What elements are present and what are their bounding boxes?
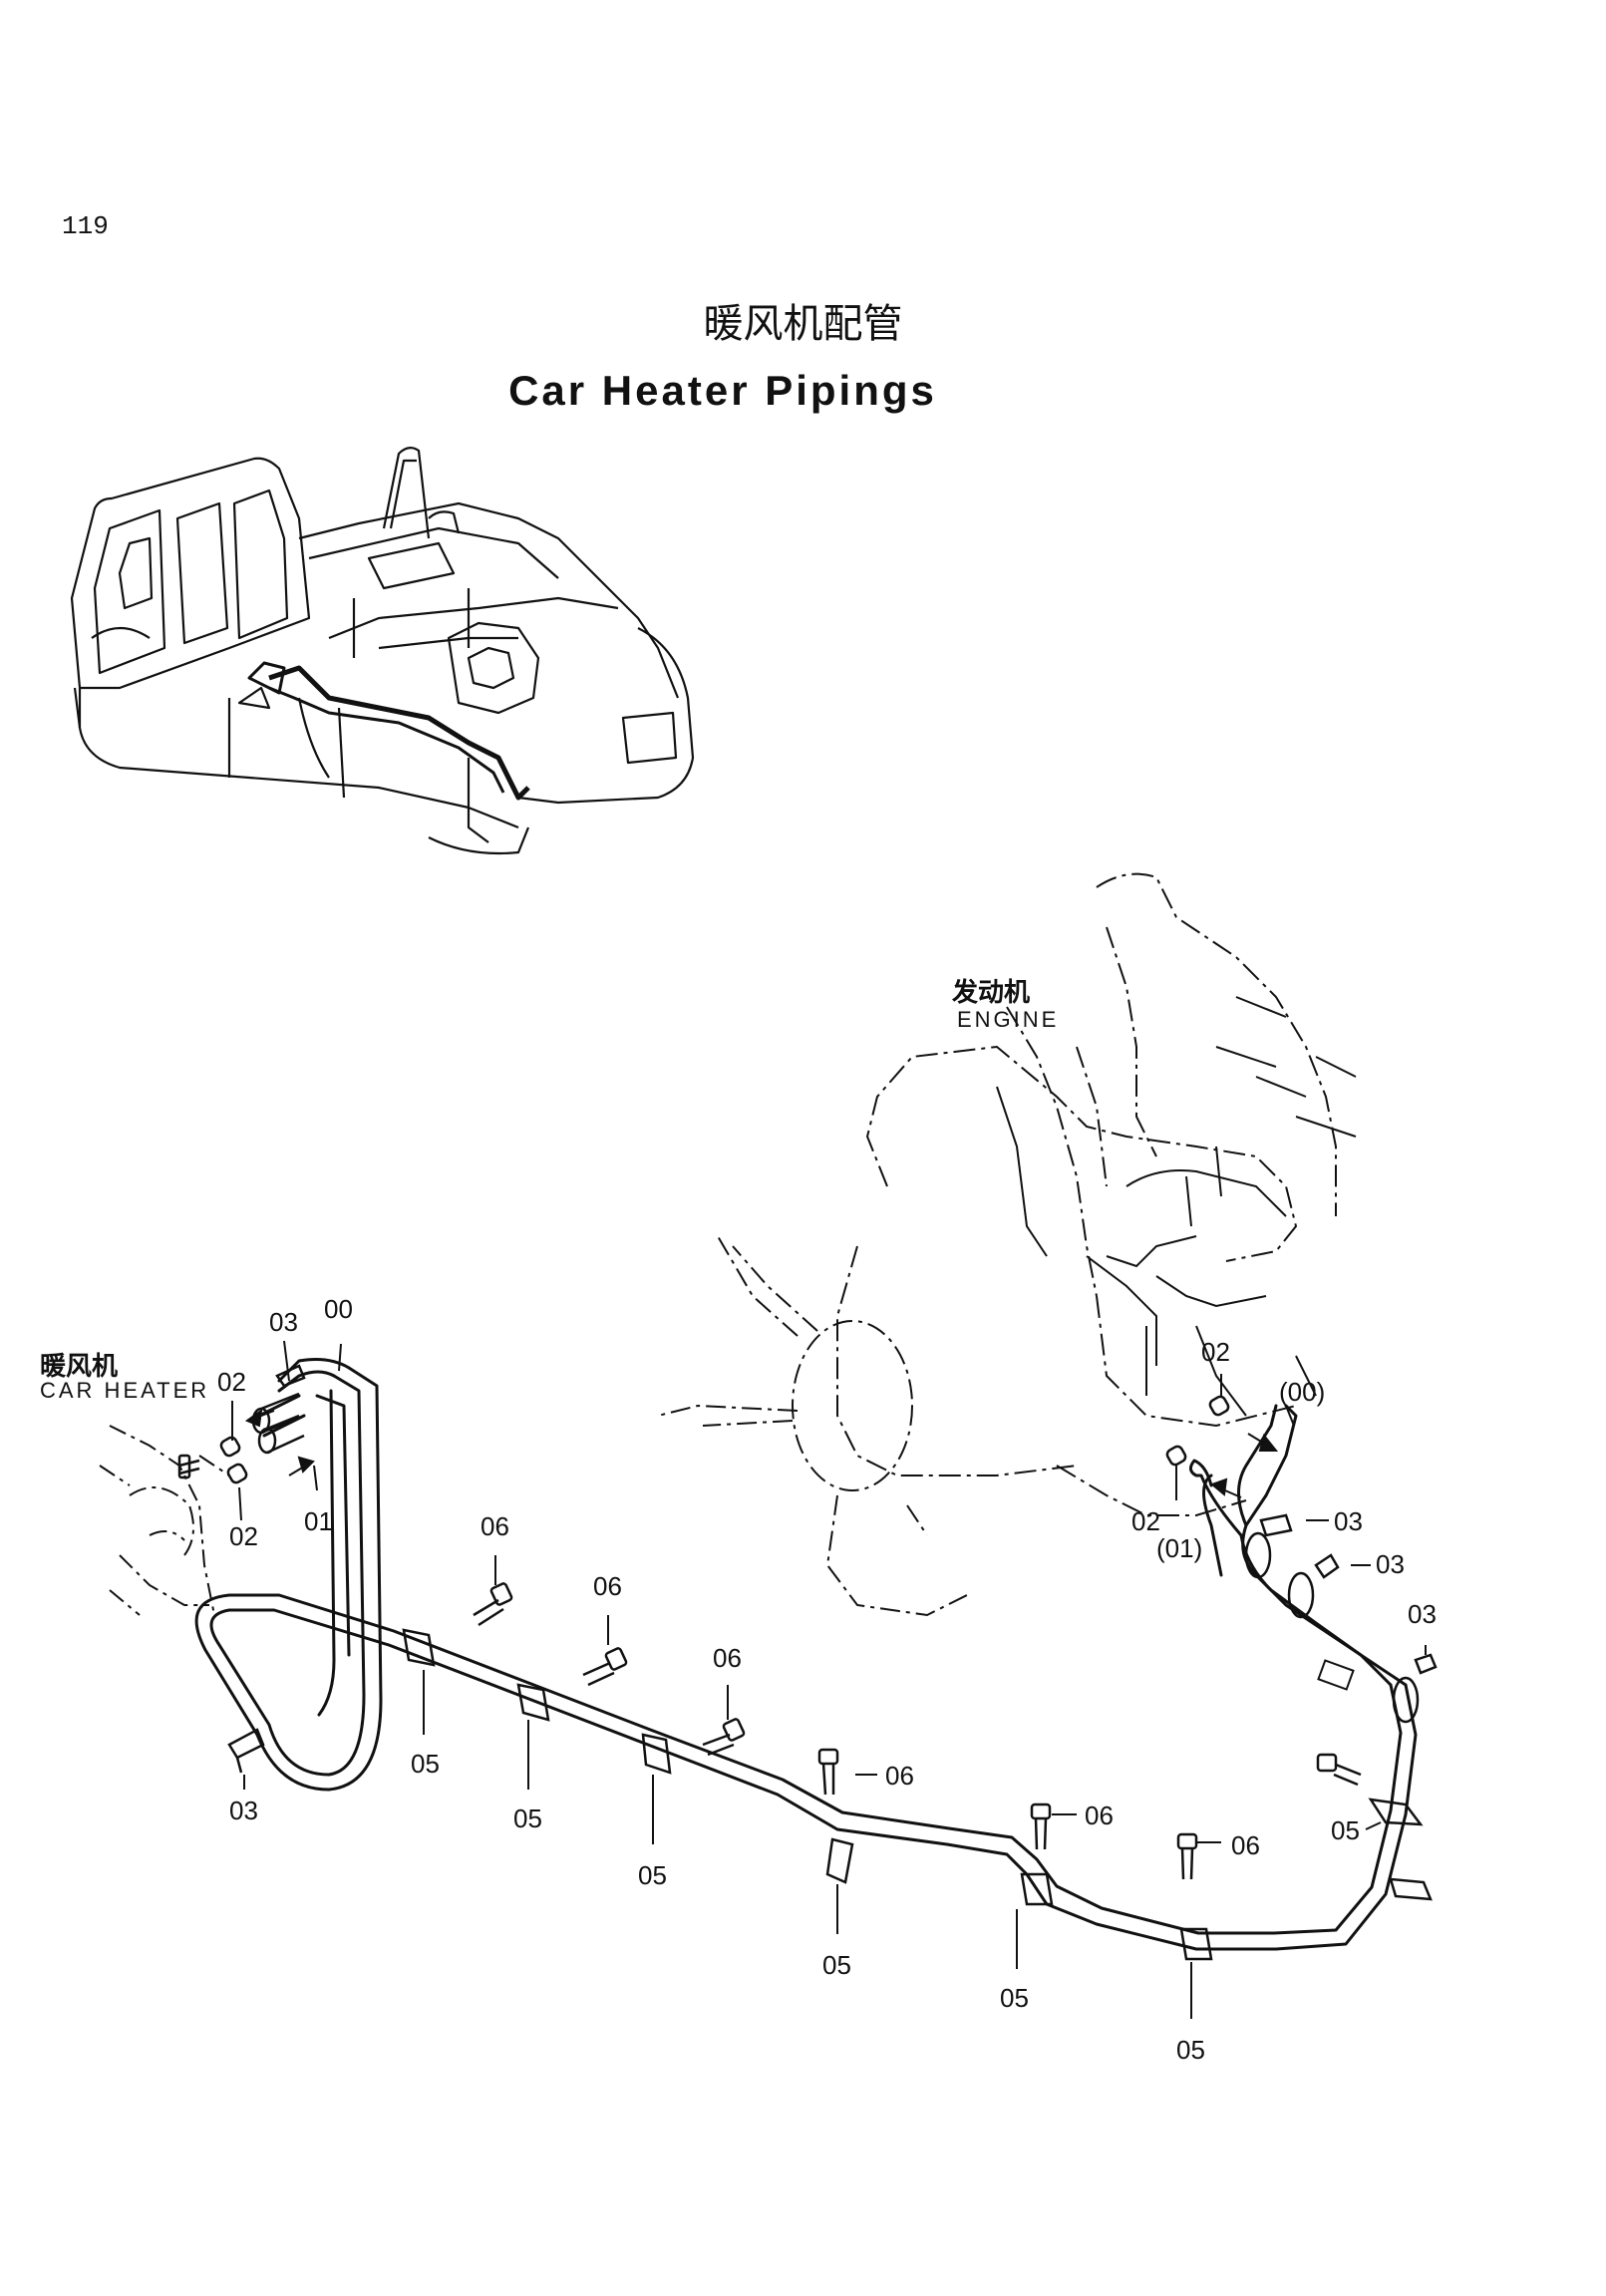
callout-03: 03 xyxy=(269,1307,298,1337)
callout-06: 06 xyxy=(885,1761,914,1791)
callout-labels: 03 00 02 02 01 03 05 05 05 05 05 05 05 0… xyxy=(217,1294,1437,2065)
heater-hose-assembly xyxy=(194,1358,1418,1951)
engine-fan-illustration xyxy=(657,1235,968,1617)
hose-clamps xyxy=(219,1395,1230,1484)
car-heater-illustration xyxy=(99,1425,230,1616)
engine-outline xyxy=(996,996,1357,1417)
callout-06: 06 xyxy=(481,1511,509,1541)
callout-03: 03 xyxy=(1334,1506,1363,1536)
callout-05: 05 xyxy=(411,1749,440,1779)
callout-05: 05 xyxy=(638,1860,667,1890)
callout-01-ref: (01) xyxy=(1156,1533,1202,1563)
callout-03: 03 xyxy=(229,1796,258,1825)
callout-02: 02 xyxy=(229,1521,258,1551)
callout-00-ref: (00) xyxy=(1279,1377,1325,1407)
bolts xyxy=(177,1454,1362,1880)
hose-tag xyxy=(1317,1659,1355,1691)
callout-02: 02 xyxy=(217,1367,246,1397)
callout-01: 01 xyxy=(304,1506,333,1536)
excavator-overview-illustration xyxy=(70,447,695,855)
page-number: 119 xyxy=(62,211,109,241)
flow-arrows xyxy=(244,1408,1279,1498)
page-title: Car Heater Pipings xyxy=(508,367,937,414)
pipe-brackets xyxy=(402,1628,1433,1961)
callout-03: 03 xyxy=(1376,1549,1405,1579)
callout-06: 06 xyxy=(1231,1830,1260,1860)
car-heater-label: CAR HEATER xyxy=(40,1378,210,1403)
engine-label-chinese: 发动机 xyxy=(952,978,1031,1008)
callout-05: 05 xyxy=(822,1950,851,1980)
callout-06: 06 xyxy=(593,1571,622,1601)
callout-05: 05 xyxy=(1176,2035,1205,2065)
engine-illustration xyxy=(836,872,1337,1516)
leader-lines xyxy=(231,1340,1427,2019)
callout-00: 00 xyxy=(324,1294,353,1324)
heater-pipe-nipples xyxy=(251,1392,305,1455)
callout-06: 06 xyxy=(1085,1801,1114,1830)
car-heater-label-chinese: 暖风机 xyxy=(40,1352,119,1382)
callout-03: 03 xyxy=(1408,1599,1437,1629)
callout-06: 06 xyxy=(713,1643,742,1673)
callout-05: 05 xyxy=(1000,1983,1029,2013)
pipe-clips xyxy=(227,1364,1438,1774)
callout-02: 02 xyxy=(1131,1506,1160,1536)
callout-05: 05 xyxy=(1331,1815,1360,1845)
callout-02: 02 xyxy=(1201,1337,1230,1367)
callout-05: 05 xyxy=(513,1804,542,1833)
page-title-chinese: 暖风机配管 xyxy=(703,301,903,347)
engine-label: ENGINE xyxy=(957,1007,1060,1032)
